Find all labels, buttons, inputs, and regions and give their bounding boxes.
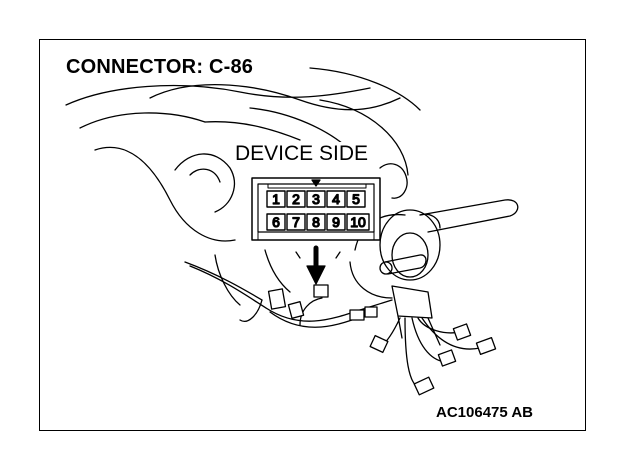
pin-5-label: 5 bbox=[352, 191, 360, 207]
pin-7-label: 7 bbox=[292, 214, 300, 230]
pin-6-label: 6 bbox=[272, 214, 280, 230]
location-arrow bbox=[295, 245, 341, 285]
pin-9-label: 9 bbox=[332, 214, 340, 230]
pin-8-label: 8 bbox=[312, 214, 320, 230]
pin-labels: 1 2 3 4 5 6 7 8 9 10 bbox=[271, 190, 366, 230]
pin-2-label: 2 bbox=[292, 191, 300, 207]
device-side-label: DEVICE SIDE bbox=[233, 142, 371, 166]
pin-10-label: 10 bbox=[350, 214, 366, 230]
figure-id: AC106475 AB bbox=[436, 404, 533, 421]
pin-4-label: 4 bbox=[332, 191, 340, 207]
dashboard-outline bbox=[65, 67, 421, 306]
wiring-harness bbox=[184, 261, 481, 389]
connector-title: CONNECTOR: C-86 bbox=[66, 56, 254, 78]
pin-1-label: 1 bbox=[272, 191, 280, 207]
connector-face bbox=[251, 177, 381, 241]
terminal-connectors bbox=[267, 284, 497, 396]
turn-signal-stalk bbox=[379, 199, 519, 281]
pin-3-label: 3 bbox=[312, 191, 320, 207]
